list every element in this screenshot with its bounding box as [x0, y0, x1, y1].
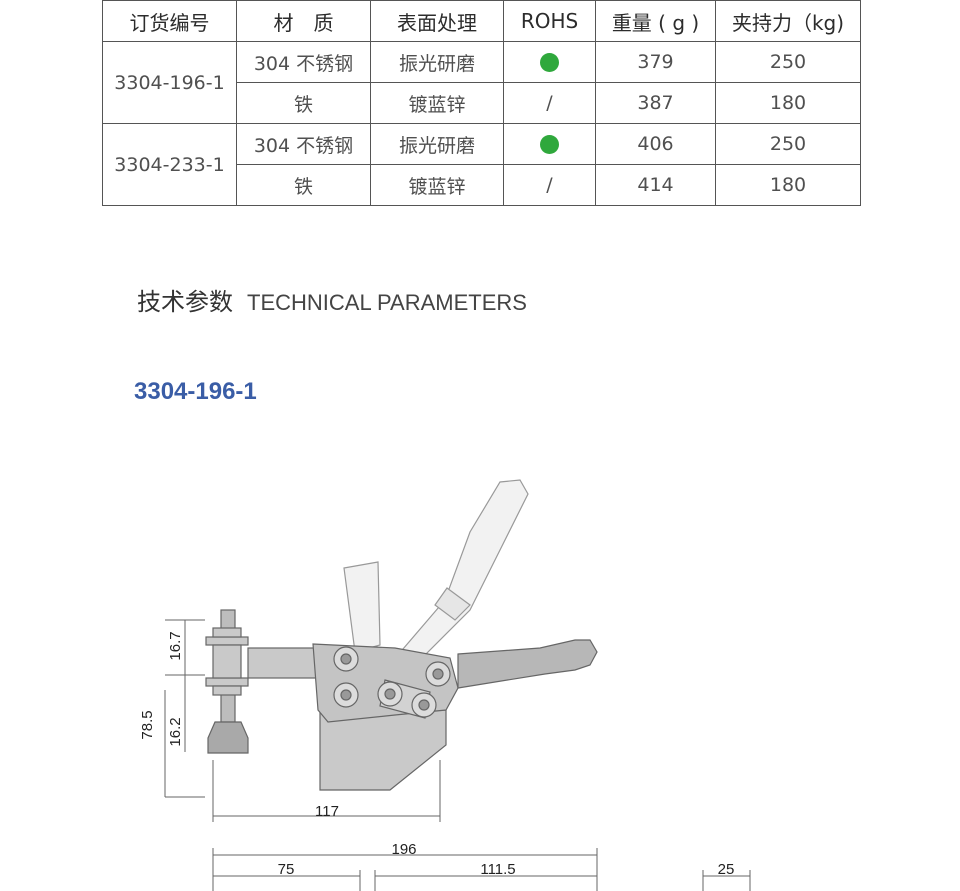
table-row: 3304-233-1 304 不锈钢 振光研磨 406 250 [102, 123, 861, 206]
dim-label-d1: 16.7 [167, 631, 184, 660]
rohs-compliant-dot-icon [540, 135, 559, 154]
dimension-lines [164, 619, 751, 891]
header-force: 夹持力（kg) [715, 0, 861, 42]
force-cell: 250 [715, 41, 861, 83]
surface-cell: 振光研磨 [370, 41, 504, 83]
force-cell: 180 [715, 82, 861, 124]
rohs-cell [503, 123, 596, 165]
dim-label-d5: 196 [391, 841, 416, 858]
header-surface: 表面处理 [370, 0, 504, 42]
table-row: 3304-196-1 304 不锈钢 振光研磨 379 250 [102, 41, 861, 124]
force-cell: 250 [715, 123, 861, 165]
model-title: 3304-196-1 [134, 378, 257, 405]
weight-cell: 406 [595, 123, 716, 165]
weight-cell: 414 [595, 164, 716, 206]
section-title-cn: 技术参数 [137, 288, 233, 316]
dim-label-d2: 16.2 [167, 717, 184, 746]
spec-table: 订货编号 材 质 表面处理 ROHS 重量 ( g ) 夹持力（kg) 3304… [102, 0, 861, 206]
rohs-cell [503, 41, 596, 83]
weight-cell: 387 [595, 82, 716, 124]
table-row: 铁 镀蓝锌 / 414 180 [103, 164, 861, 206]
header-order-no: 订货编号 [102, 0, 237, 42]
weight-cell: 379 [595, 41, 716, 83]
dimension-labels: 16.7 16.2 78.5 117 196 75 111.5 25 [139, 631, 734, 878]
material-cell: 铁 [236, 82, 371, 124]
section-title-en: TECHNICAL PARAMETERS [247, 290, 527, 315]
header-material: 材 质 [236, 0, 371, 42]
order-no-cell: 3304-196-1 [102, 41, 237, 124]
surface-cell: 振光研磨 [370, 123, 504, 165]
table-header-row: 订货编号 材 质 表面处理 ROHS 重量 ( g ) 夹持力（kg) [102, 0, 861, 42]
section-title: 技术参数 TECHNICAL PARAMETERS [137, 282, 527, 317]
force-cell: 180 [715, 164, 861, 206]
rohs-cell: / [503, 82, 596, 124]
rohs-compliant-dot-icon [540, 53, 559, 72]
dim-label-d6: 75 [278, 861, 295, 878]
material-cell: 304 不锈钢 [236, 41, 371, 83]
header-weight: 重量 ( g ) [595, 0, 716, 42]
dim-label-d3: 78.5 [139, 710, 156, 739]
surface-cell: 镀蓝锌 [370, 164, 504, 206]
dim-label-d8: 25 [718, 861, 735, 878]
clamp-drawing [205, 479, 598, 791]
dim-label-d4: 117 [315, 803, 339, 820]
order-no-cell: 3304-233-1 [102, 123, 237, 206]
material-cell: 铁 [236, 164, 371, 206]
rohs-cell: / [503, 164, 596, 206]
material-cell: 304 不锈钢 [236, 123, 371, 165]
header-rohs: ROHS [503, 0, 596, 42]
toggle-clamp-diagram: 16.7 16.2 78.5 117 196 75 111.5 25 [139, 479, 751, 891]
surface-cell: 镀蓝锌 [370, 82, 504, 124]
dim-label-d7: 111.5 [480, 861, 515, 878]
table-row: 铁 镀蓝锌 / 387 180 [103, 82, 861, 124]
